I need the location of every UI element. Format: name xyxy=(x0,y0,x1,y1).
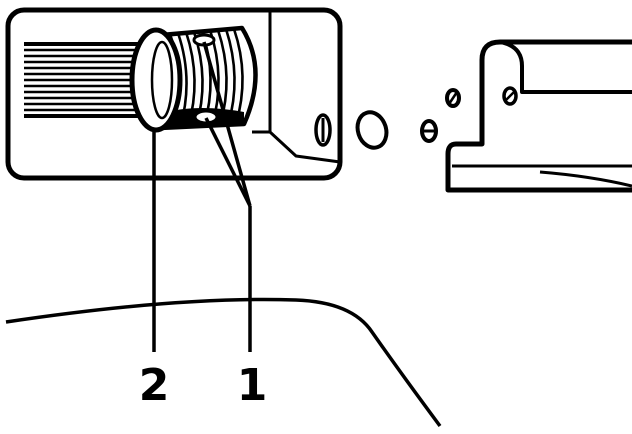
right-bracket-plate xyxy=(445,39,632,193)
left-housing-panel xyxy=(5,7,343,181)
callout-label-2: 2 xyxy=(139,360,170,411)
knurled-collar xyxy=(129,25,258,133)
lower-cover-edge xyxy=(5,297,442,428)
panel-slot-screw xyxy=(314,113,332,147)
leader-lines xyxy=(152,41,252,352)
callout-label-1: 1 xyxy=(237,360,268,411)
loose-screw-heads xyxy=(355,88,461,150)
